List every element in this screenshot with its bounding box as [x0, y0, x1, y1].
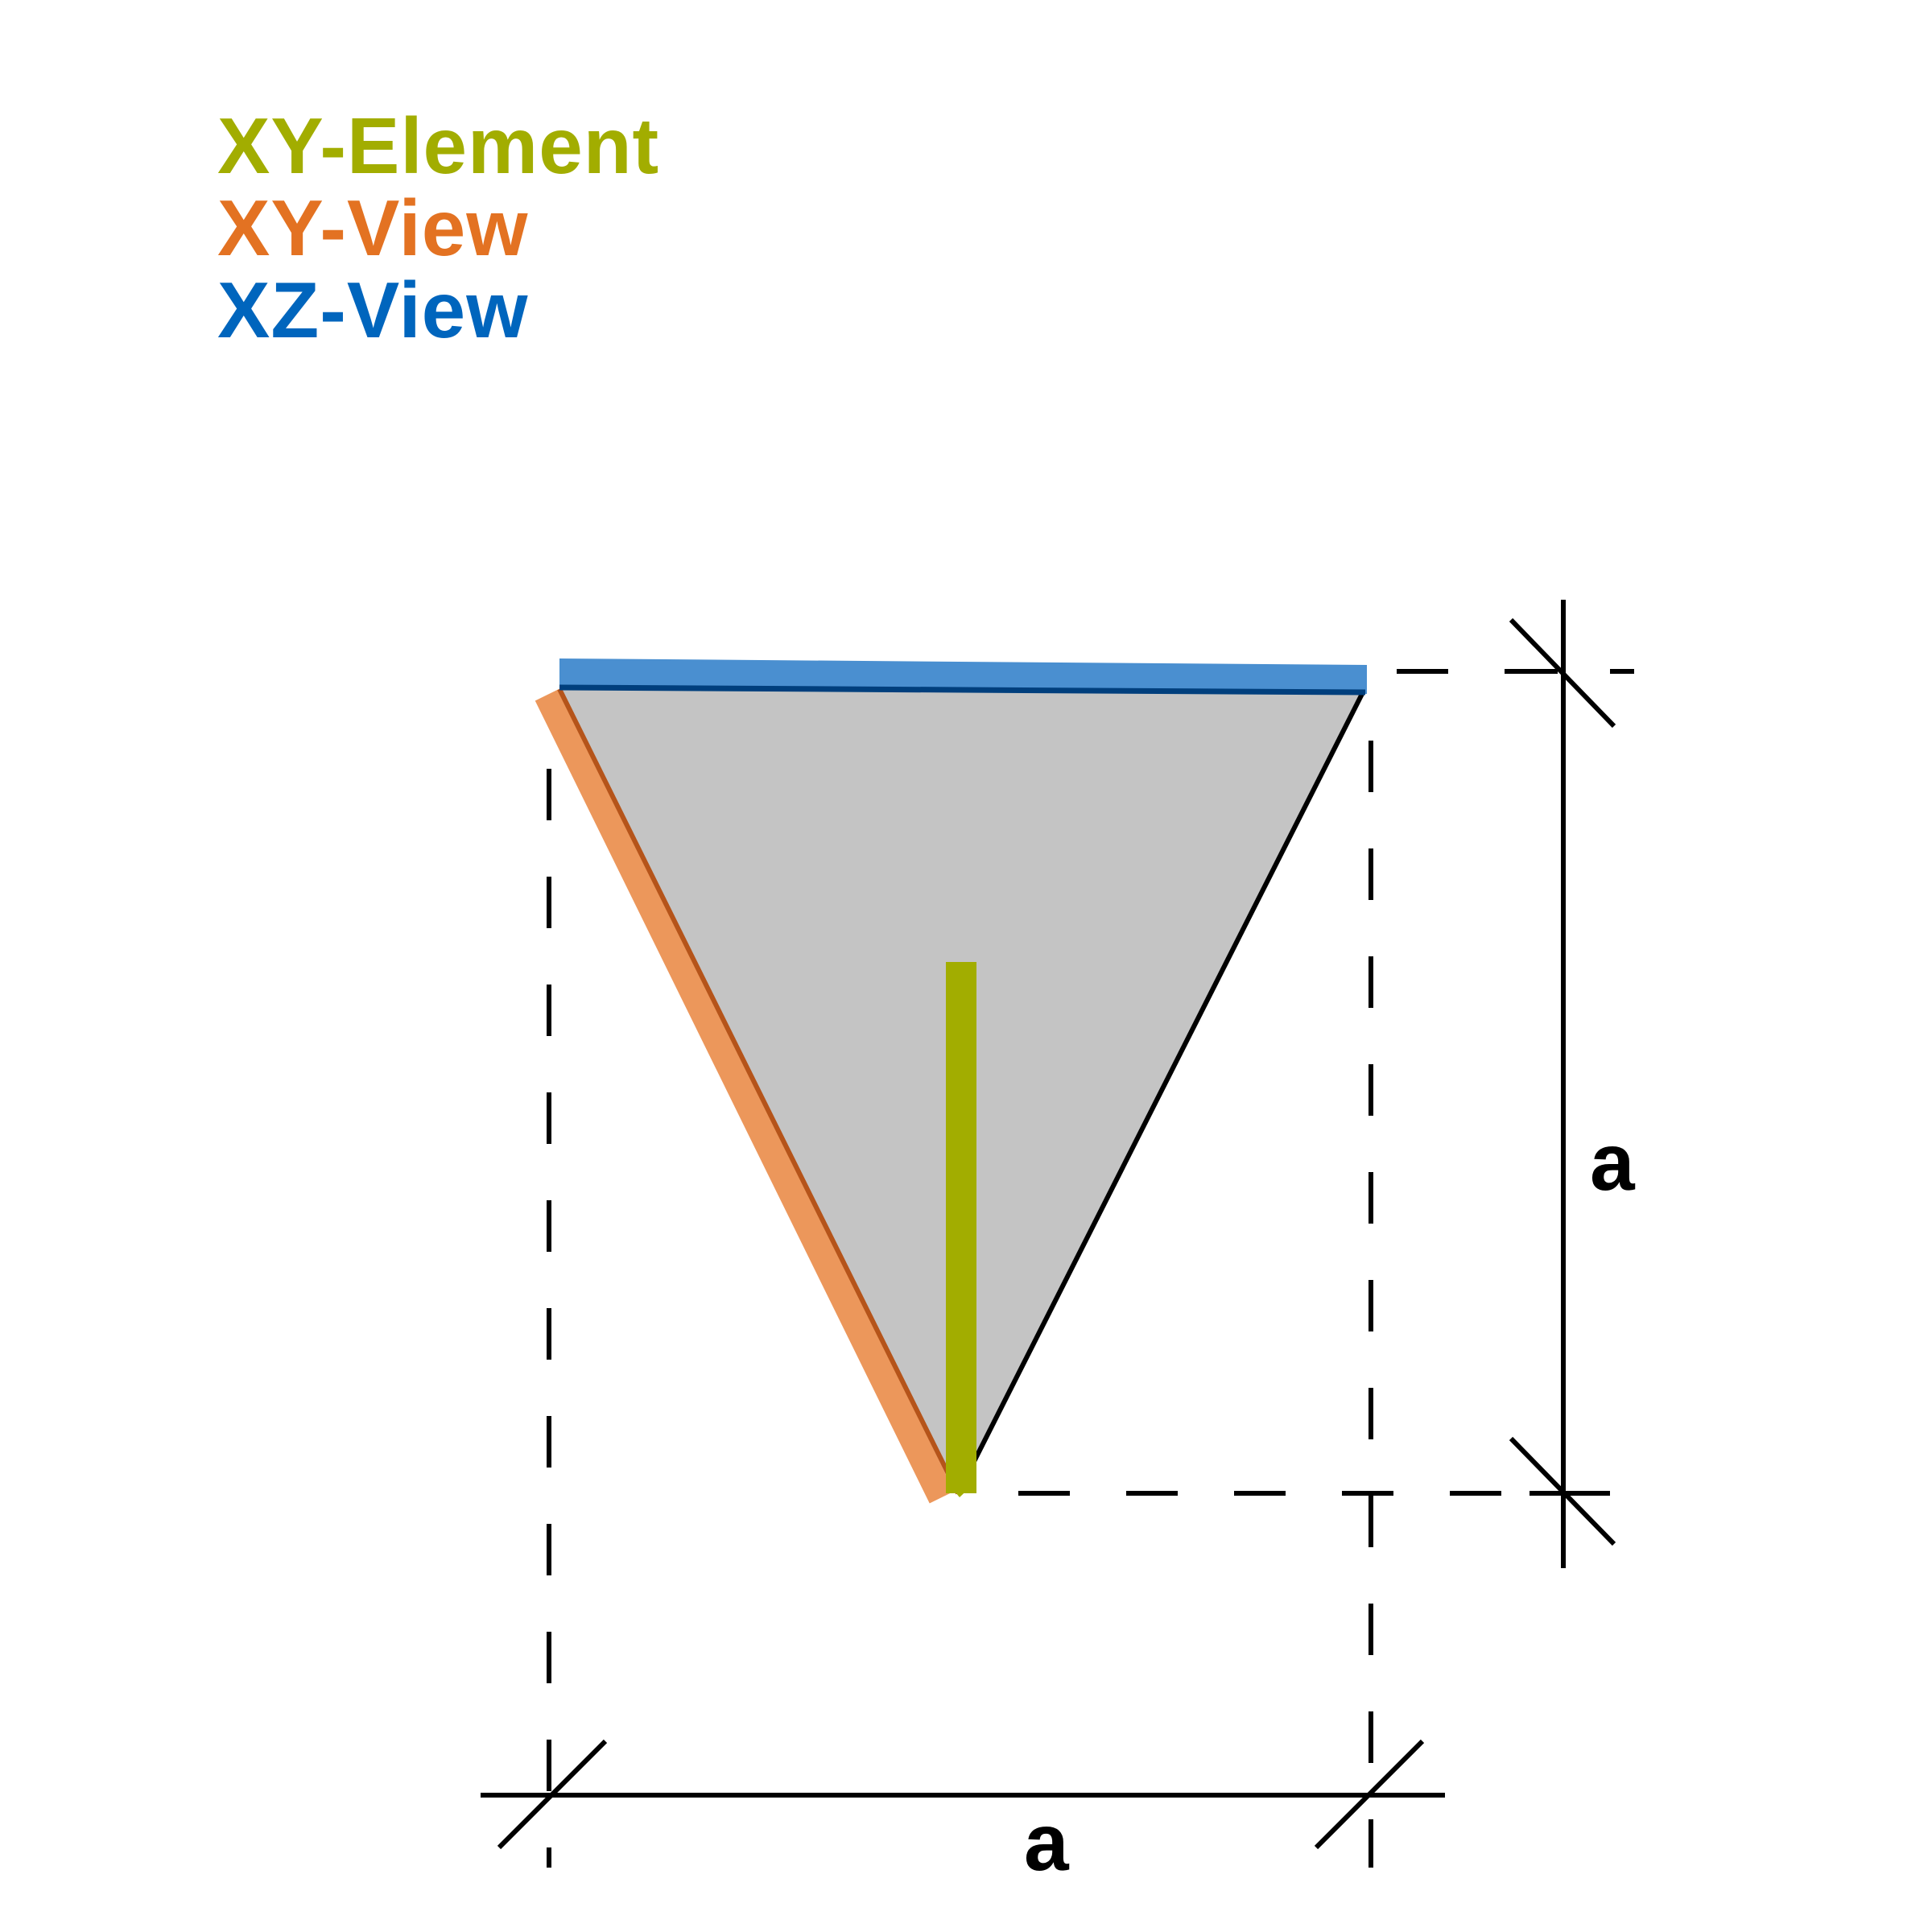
triangle-right-edge	[956, 691, 1365, 1495]
horizontal-dimension	[481, 1739, 1445, 1850]
vertical-dimension-label: a	[1590, 1117, 1636, 1208]
xz-view-edge	[559, 684, 1366, 696]
horizontal-dimension-tick-left	[497, 1739, 608, 1850]
legend-xy-view: XY-View	[217, 184, 529, 272]
vertical-dimension-tick-top	[1509, 617, 1616, 729]
triangle-outline	[557, 687, 1365, 1495]
xz-view-line	[559, 658, 1367, 694]
xy-element-line	[946, 962, 976, 1493]
horizontal-dimension-label: a	[1024, 1798, 1070, 1888]
triangle-left-edge	[557, 687, 960, 1495]
legend-xz-view: XZ-View	[217, 266, 529, 354]
xy-view-line	[535, 688, 955, 1504]
xy-element-tip	[946, 1481, 976, 1497]
horizontal-dimension-tick-right	[1314, 1739, 1425, 1850]
legend: XY-Element XY-View XZ-View	[217, 105, 659, 351]
vertical-dimension	[1505, 600, 1630, 1568]
legend-xy-element: XY-Element	[217, 101, 660, 190]
